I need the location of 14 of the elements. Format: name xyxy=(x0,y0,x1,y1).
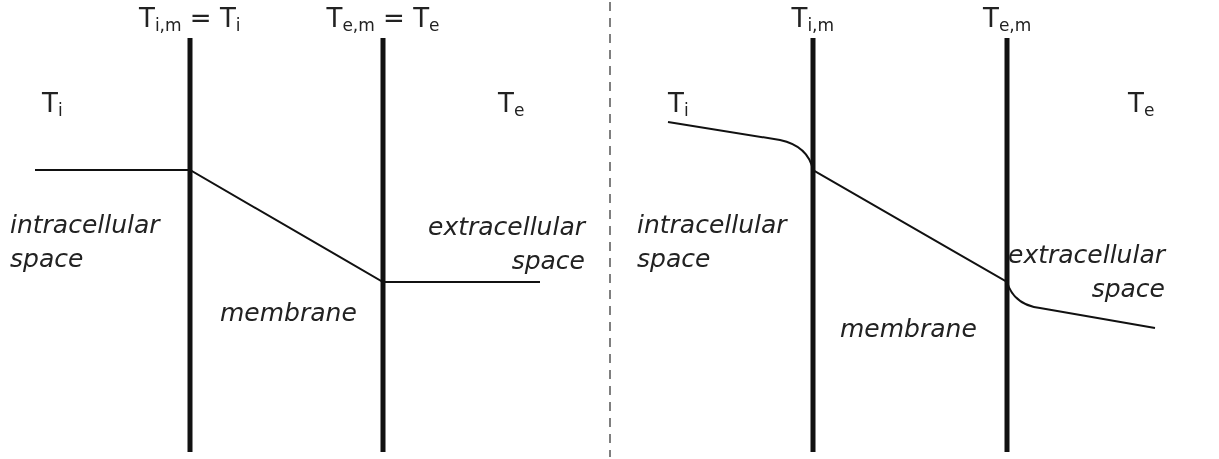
temperature-label: T$_{i,m}$ xyxy=(791,2,835,37)
temperature-label: T$_{e}$ xyxy=(1128,87,1155,122)
temperature-label: T$_{e,m}$ = T$_{e}$ xyxy=(326,2,440,37)
region-label: extracellular space xyxy=(427,211,585,277)
temperature-label: T$_{i}$ xyxy=(42,87,63,122)
temperature-label: T$_{e,m}$ xyxy=(983,2,1032,37)
region-label: membrane xyxy=(840,313,977,345)
region-label: extracellular space xyxy=(1007,239,1165,305)
region-label: membrane xyxy=(220,297,357,329)
region-label: intracellular space xyxy=(637,209,789,275)
temperature-label: T$_{i,m}$ = T$_{i}$ xyxy=(139,2,241,37)
temperature-label: T$_{e}$ xyxy=(498,87,525,122)
temperature-label: T$_{i}$ xyxy=(668,87,689,122)
region-label: intracellular space xyxy=(10,209,162,275)
